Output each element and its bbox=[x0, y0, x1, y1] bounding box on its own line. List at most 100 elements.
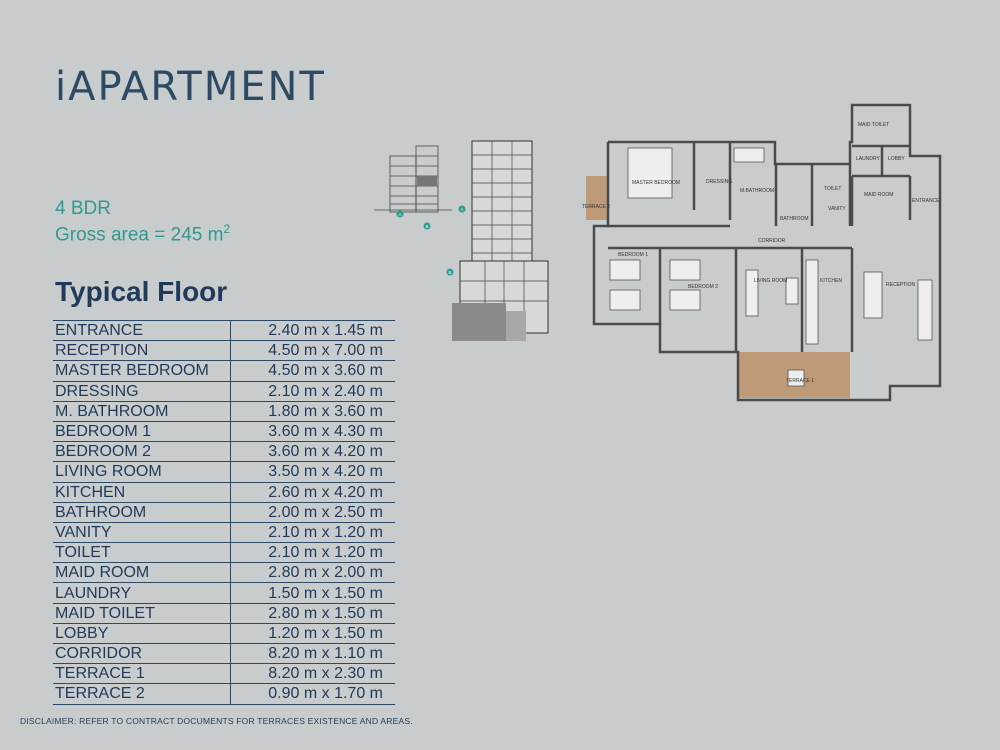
room-dimensions: 1.80 m x 3.60 m bbox=[230, 401, 395, 422]
room-dimensions: 2.80 m x 2.00 m bbox=[230, 562, 395, 584]
label-laundry: LAUNDRY bbox=[856, 156, 880, 162]
room-dimensions: 2.80 m x 1.50 m bbox=[230, 603, 395, 624]
keyplan-marker-b-label: B bbox=[449, 270, 452, 275]
bedroom-count: 4 BDR bbox=[55, 198, 111, 219]
keyplan-marker-a-label: A bbox=[461, 207, 464, 212]
label-bedroom-1: BEDROOM 1 bbox=[618, 252, 648, 258]
label-vanity: VANITY bbox=[828, 206, 846, 212]
bathtub bbox=[733, 147, 765, 163]
reception-sofa bbox=[917, 279, 933, 341]
label-master-bedroom: MASTER BEDROOM bbox=[632, 180, 680, 186]
section-title: Typical Floor bbox=[55, 276, 228, 307]
room-name: MASTER BEDROOM bbox=[53, 360, 231, 382]
building-key-plan: A B bbox=[446, 140, 549, 341]
gross-area-unit-sup: 2 bbox=[223, 222, 231, 236]
elevation-marker-a bbox=[396, 210, 404, 218]
dining-table bbox=[863, 271, 883, 319]
room-dimensions: 1.50 m x 1.50 m bbox=[230, 582, 395, 604]
bed-2a bbox=[669, 259, 701, 281]
terrace-table bbox=[787, 369, 805, 387]
sofa bbox=[745, 269, 759, 317]
room-dimensions: 2.40 m x 1.45 m bbox=[230, 319, 395, 342]
elevation-marker-a-label: A bbox=[399, 212, 402, 217]
room-name: TERRACE 2 bbox=[53, 683, 231, 705]
room-name: LIVING ROOM bbox=[53, 461, 231, 483]
brand-logo: iAPARTMENT bbox=[55, 64, 326, 110]
gross-area: Gross area = 245 m2 bbox=[55, 222, 230, 246]
label-reception: RECEPTION bbox=[886, 282, 916, 288]
bed-1b bbox=[609, 289, 641, 311]
room-name: MAID ROOM bbox=[53, 562, 231, 584]
label-m-bathroom: M.BATHROOM bbox=[740, 188, 774, 194]
apartment-floor-plan: MAID TOILET LAUNDRY LOBBY MASTER BEDROOM… bbox=[582, 103, 942, 402]
room-dimensions: 8.20 m x 1.10 m bbox=[230, 643, 395, 665]
kitchen-counter bbox=[805, 259, 819, 345]
room-dimensions: 2.10 m x 1.20 m bbox=[230, 542, 395, 564]
gross-area-text: Gross area = 245 m bbox=[55, 224, 224, 246]
label-kitchen: KITCHEN bbox=[820, 278, 842, 284]
room-name: LAUNDRY bbox=[53, 582, 231, 604]
master-bed bbox=[627, 147, 673, 199]
bed-2b bbox=[669, 289, 701, 311]
room-name: CORRIDOR bbox=[53, 643, 231, 665]
room-name: MAID TOILET bbox=[53, 603, 231, 624]
room-dimensions: 2.00 m x 2.50 m bbox=[230, 502, 395, 523]
room-dimensions: 1.20 m x 1.50 m bbox=[230, 623, 395, 645]
room-name: M. BATHROOM bbox=[53, 401, 231, 422]
room-dimensions: 4.50 m x 7.00 m bbox=[230, 340, 395, 362]
room-dimensions: 4.50 m x 3.60 m bbox=[230, 360, 395, 382]
elevation-marker-b-label: B bbox=[426, 224, 429, 229]
label-living-room: LIVING ROOM bbox=[754, 278, 787, 284]
room-dimensions: 3.60 m x 4.20 m bbox=[230, 441, 395, 463]
label-terrace-1: TERRACE 1 bbox=[786, 378, 814, 384]
armchair bbox=[785, 277, 799, 305]
room-name: BEDROOM 2 bbox=[53, 441, 231, 463]
room-name: ENTRANCE bbox=[53, 319, 231, 342]
elevation-marker-b bbox=[423, 222, 431, 230]
keyplan-marker-a bbox=[458, 205, 466, 213]
room-name: BEDROOM 1 bbox=[53, 421, 231, 443]
label-corridor: CORRIDOR bbox=[758, 238, 786, 244]
room-dimensions: 2.10 m x 1.20 m bbox=[230, 522, 395, 544]
bed-1a bbox=[609, 259, 641, 281]
label-maid-room: MAID ROOM bbox=[864, 192, 893, 198]
label-bathroom: BATHROOM bbox=[780, 216, 809, 222]
room-dimensions: 0.90 m x 1.70 m bbox=[230, 683, 395, 705]
room-dimensions: 2.10 m x 2.40 m bbox=[230, 381, 395, 402]
room-dimensions: 3.60 m x 4.30 m bbox=[230, 421, 395, 443]
disclaimer: DISCLAIMER: REFER TO CONTRACT DOCUMENTS … bbox=[20, 716, 413, 726]
label-dressing: DRESSING bbox=[706, 179, 732, 185]
room-name: DRESSING bbox=[53, 381, 231, 402]
room-dimensions: 3.50 m x 4.20 m bbox=[230, 461, 395, 483]
room-name: TOILET bbox=[53, 542, 231, 564]
terrace-2-deck bbox=[586, 176, 608, 220]
room-dimensions: 8.20 m x 2.30 m bbox=[230, 663, 395, 685]
label-maid-toilet: MAID TOILET bbox=[858, 122, 889, 128]
label-toilet: TOILET bbox=[824, 186, 841, 192]
label-bedroom-2: BEDROOM 2 bbox=[688, 284, 718, 290]
room-name: BATHROOM bbox=[53, 502, 231, 523]
keyplan-marker-b bbox=[446, 268, 454, 276]
label-terrace-2: TERRACE 2 bbox=[582, 204, 610, 210]
room-name: VANITY bbox=[53, 522, 231, 544]
room-name: KITCHEN bbox=[53, 482, 231, 503]
